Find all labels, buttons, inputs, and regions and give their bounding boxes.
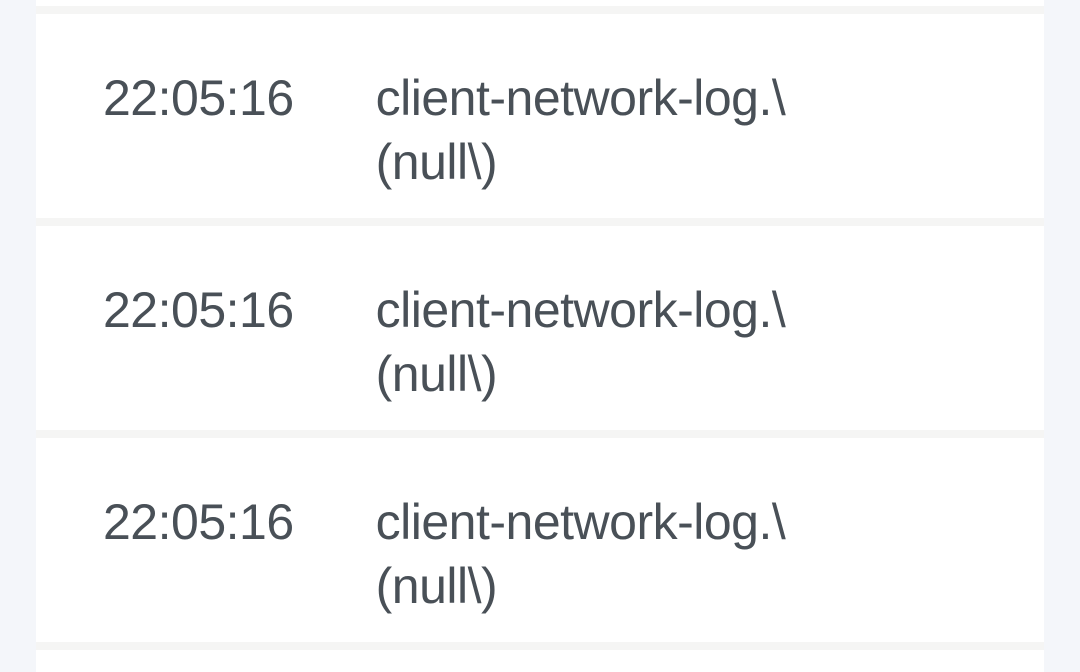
- log-list[interactable]: 22:05:16 client-network-log.\ (null\) 22…: [36, 0, 1044, 672]
- log-entry-row[interactable]: 22:05:16 client-network-log.\ (null\): [36, 14, 1044, 218]
- log-entry-time: 22:05:16: [103, 282, 294, 338]
- log-entry-time: 22:05:16: [103, 494, 294, 550]
- log-entry-row-partial-top: [36, 0, 1044, 6]
- log-entry-row[interactable]: 22:05:16 client-network-log.\ (null\): [36, 226, 1044, 430]
- row-divider: [36, 430, 1044, 438]
- log-entry-message-line1: client-network-log.\: [375, 70, 786, 126]
- log-entry-message-line1: client-network-log.\: [375, 494, 786, 550]
- log-entry-message-line2: (null\): [375, 346, 498, 402]
- row-divider: [36, 218, 1044, 226]
- log-entry-message: client-network-log.\ (null\): [376, 66, 1014, 194]
- log-entry-time: 22:05:16: [103, 70, 294, 126]
- log-entry-message-line1: client-network-log.\: [375, 282, 786, 338]
- log-entry-row-partial-bottom: [36, 650, 1044, 672]
- log-entry-message-line2: (null\): [375, 134, 498, 190]
- log-entry-message-line2: (null\): [375, 558, 498, 614]
- row-divider: [36, 6, 1044, 14]
- log-entry-row[interactable]: 22:05:16 client-network-log.\ (null\): [36, 438, 1044, 642]
- row-divider: [36, 642, 1044, 650]
- log-entry-message: client-network-log.\ (null\): [376, 490, 1014, 618]
- log-entry-message: client-network-log.\ (null\): [376, 278, 1014, 406]
